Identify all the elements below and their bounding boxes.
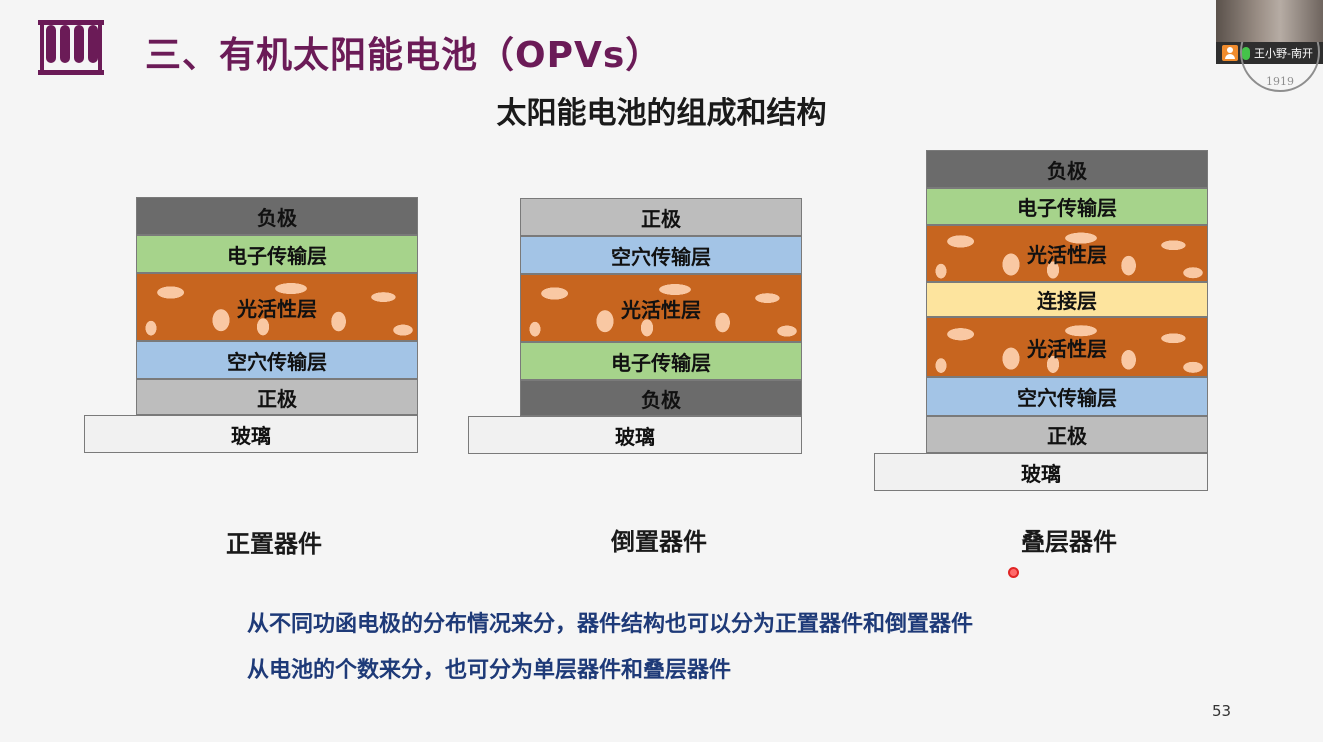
layer-photoactive-top: 光活性层 [926,225,1208,282]
layer-hole-transport: 空穴传输层 [520,236,802,274]
layer-photoactive-bottom: 光活性层 [926,317,1208,377]
user-icon [1222,45,1238,61]
caption-tandem: 叠层器件 [1021,528,1117,556]
layer-cathode: 负极 [926,150,1208,188]
university-seal: 1919 [1240,42,1323,98]
caption-inverted: 倒置器件 [611,528,707,556]
page-title: 三、有机太阳能电池（OPVs） [145,35,663,76]
layer-photoactive: 光活性层 [520,274,802,342]
layer-electron-transport: 电子传输层 [926,188,1208,225]
layer-cathode: 负极 [136,197,418,235]
layer-anode: 正极 [926,416,1208,453]
note-line-1: 从不同功函电极的分布情况来分，器件结构也可以分为正置器件和倒置器件 [247,612,974,637]
layer-hole-transport: 空穴传输层 [136,341,418,379]
layer-connection: 连接层 [926,282,1208,317]
layer-glass: 玻璃 [874,453,1208,491]
test-tubes-icon [38,20,104,75]
layer-anode: 正极 [136,379,418,415]
note-line-2: 从电池的个数来分，也可分为单层器件和叠层器件 [247,658,732,683]
layer-glass: 玻璃 [468,416,802,454]
caption-conventional: 正置器件 [226,530,322,558]
layer-glass: 玻璃 [84,415,418,453]
layer-photoactive: 光活性层 [136,273,418,341]
layer-cathode: 负极 [520,380,802,416]
layer-electron-transport: 电子传输层 [136,235,418,273]
layer-hole-transport: 空穴传输层 [926,377,1208,416]
video-feed [1216,0,1323,42]
section-subtitle: 太阳能电池的组成和结构 [496,96,827,131]
layer-anode: 正极 [520,198,802,236]
seal-year: 1919 [1266,75,1294,88]
layer-electron-transport: 电子传输层 [520,342,802,380]
page-number: 53 [1212,702,1232,720]
laser-pointer-cursor [1008,567,1019,578]
